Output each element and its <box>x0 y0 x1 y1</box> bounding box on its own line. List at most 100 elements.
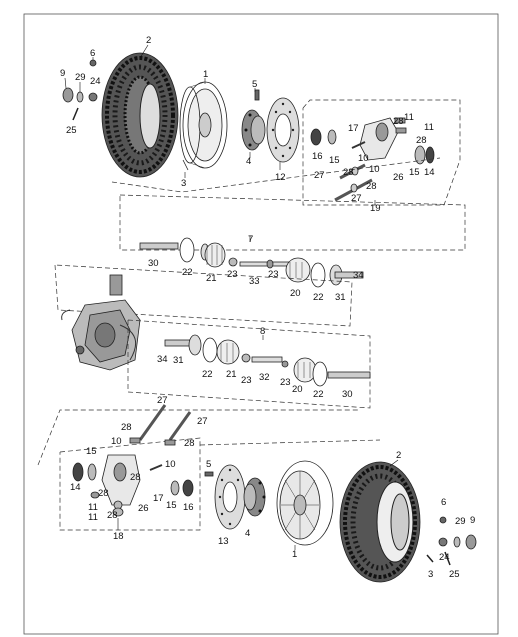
callout-10-bottom-b: 10 <box>165 459 176 470</box>
callout-20-b: 20 <box>292 384 303 395</box>
callout-11-bottom-a: 11 <box>88 502 98 513</box>
leader-lines <box>64 44 399 550</box>
callout-7: 7 <box>248 234 253 245</box>
callout-22-b: 22 <box>313 292 324 303</box>
callout-28-top-b: 28 <box>416 135 427 146</box>
callout-23-d: 23 <box>280 377 291 388</box>
callout-28-bottom-d: 28 <box>130 472 141 483</box>
callout-28-bottom-a: 28 <box>121 422 132 433</box>
callout-16-bottom: 16 <box>183 502 194 513</box>
callout-14-top: 14 <box>424 167 435 178</box>
callout-3-top: 3 <box>181 178 186 189</box>
callout-1-bottom: 1 <box>292 549 297 560</box>
lug-nuts-bottom <box>426 516 477 566</box>
callout-31-a: 31 <box>335 292 346 303</box>
callout-23-c: 23 <box>241 375 252 386</box>
callout-22-c: 22 <box>202 369 213 380</box>
callout-23-b: 23 <box>268 269 279 280</box>
tire-top <box>101 52 179 178</box>
lug-nuts-top <box>62 59 98 121</box>
callout-5-top: 5 <box>252 79 257 90</box>
callout-22-d: 22 <box>313 389 324 400</box>
callout-21-b: 21 <box>226 369 237 380</box>
callout-28-top-a: 28 <box>393 116 404 127</box>
callout-labels: 2 1 6 9 29 24 25 5 3 4 12 16 15 17 10 28… <box>60 35 475 580</box>
axle-7-outline <box>119 194 466 251</box>
callout-27-bottom-a: 27 <box>157 395 168 406</box>
callout-15-top-a: 15 <box>329 155 340 166</box>
callout-29-top: 29 <box>75 72 86 83</box>
leader-dash-bottom <box>199 439 381 446</box>
callout-28-top-d: 28 <box>343 167 354 178</box>
callout-18: 18 <box>113 531 124 542</box>
callout-34-b: 34 <box>157 354 168 365</box>
callout-5-bottom: 5 <box>206 459 211 470</box>
callout-33: 33 <box>249 276 260 287</box>
callout-22-a: 22 <box>182 267 193 278</box>
callout-17-top: 17 <box>348 123 359 134</box>
callout-27-top-a: 27 <box>314 170 325 181</box>
callout-17-bottom: 17 <box>153 493 164 504</box>
diagram-frame <box>23 13 499 635</box>
brake-disc-top <box>266 97 300 163</box>
leader-dash-top <box>111 157 441 193</box>
callout-9-bottom: 9 <box>470 515 475 526</box>
callout-11-top-b: 11 <box>424 122 434 133</box>
callout-6-bottom: 6 <box>441 497 446 508</box>
rim-top <box>179 81 228 169</box>
callout-15-bottom-b: 15 <box>166 500 177 511</box>
callout-34-a: 34 <box>353 270 364 281</box>
bottom-wheel-assembly <box>204 460 477 583</box>
differential-housing <box>61 274 141 371</box>
knuckle-bottom <box>72 404 194 517</box>
callout-24-top: 24 <box>90 76 101 87</box>
callout-14-bottom: 14 <box>70 482 81 493</box>
axle-8-outline <box>127 319 371 409</box>
callout-27-bottom-b: 27 <box>197 416 208 427</box>
wheel-stud-bottom <box>204 471 214 477</box>
knuckle-group-outline-bottom <box>59 437 201 531</box>
callout-26-bottom: 26 <box>138 503 149 514</box>
callout-21-a: 21 <box>206 273 217 284</box>
callout-12: 12 <box>275 172 286 183</box>
drive-axle-7 <box>139 237 364 288</box>
callout-28-top-c: 28 <box>366 181 377 192</box>
drive-axle-8 <box>164 334 371 387</box>
callout-29-bottom: 29 <box>455 516 466 527</box>
callout-11-top-a: 11 <box>404 112 414 123</box>
brake-disc-bottom <box>214 464 246 530</box>
top-wheel-assembly <box>62 52 461 206</box>
valve-stem-top <box>182 159 189 171</box>
callout-28-bottom-e: 28 <box>107 510 118 521</box>
callout-25-bottom: 25 <box>449 569 460 580</box>
callout-4-bottom: 4 <box>245 528 250 539</box>
callout-28-bottom-c: 28 <box>98 488 109 499</box>
callout-15-bottom-a: 15 <box>86 446 97 457</box>
callout-26-top: 26 <box>393 172 404 183</box>
callout-2-bottom: 2 <box>396 450 401 461</box>
leader-dash-lower <box>37 409 360 466</box>
callout-27-top-b: 27 <box>351 193 362 204</box>
differential-outline <box>54 264 353 327</box>
callout-32: 32 <box>259 372 270 383</box>
callout-28-bottom-b: 28 <box>184 438 195 449</box>
callout-23-a: 23 <box>227 269 238 280</box>
tire-bottom <box>339 461 421 583</box>
callout-13: 13 <box>218 536 229 547</box>
callout-6-top: 6 <box>90 48 95 59</box>
callout-10-top-b: 10 <box>369 164 380 175</box>
callout-1-top: 1 <box>203 69 208 80</box>
callout-19: 19 <box>370 203 381 214</box>
callout-10-top-a: 10 <box>358 153 369 164</box>
rim-bottom <box>276 460 334 546</box>
knuckle-top <box>310 117 435 202</box>
callout-10-bottom-a: 10 <box>111 436 122 447</box>
wheel-stud-top <box>254 89 260 101</box>
hub-bottom <box>243 477 266 517</box>
callout-9-top: 9 <box>60 68 65 79</box>
callout-2-top: 2 <box>146 35 151 46</box>
callout-31-b: 31 <box>173 355 184 366</box>
callout-25-top: 25 <box>66 125 77 136</box>
callout-15-top-b: 15 <box>409 167 420 178</box>
